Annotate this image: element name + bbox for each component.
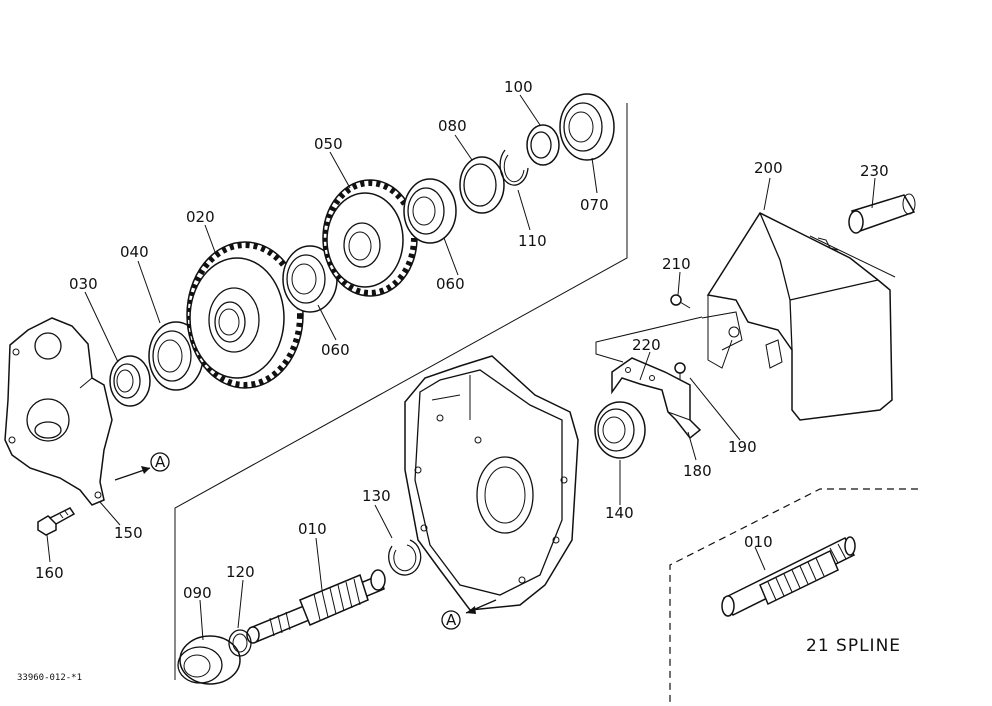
reference-arrow-top xyxy=(114,452,170,481)
part-labels: 030 040 020 050 060 060 080 100 110 070 … xyxy=(17,78,901,683)
cover-200 xyxy=(701,212,893,421)
shaft-010-main xyxy=(246,569,386,644)
label-060-a: 060 xyxy=(321,341,350,359)
ring-080 xyxy=(459,156,505,214)
label-040: 040 xyxy=(120,243,149,261)
o-ring-120 xyxy=(228,629,252,657)
sleeve-230 xyxy=(848,193,916,234)
label-100: 100 xyxy=(504,78,533,96)
label-090: 090 xyxy=(183,584,212,602)
label-030: 030 xyxy=(69,275,98,293)
label-020: 020 xyxy=(186,208,215,226)
label-130: 130 xyxy=(362,487,391,505)
spline-note: 21 SPLINE xyxy=(806,636,901,656)
label-230: 230 xyxy=(860,162,889,180)
label-210: 210 xyxy=(662,255,691,273)
gear-050 xyxy=(322,179,418,297)
label-110: 110 xyxy=(518,232,547,250)
bracket-180 xyxy=(611,357,702,440)
label-010-main: 010 xyxy=(298,520,327,538)
transmission-case xyxy=(404,355,579,611)
bolt-190 xyxy=(674,362,686,380)
label-080: 080 xyxy=(438,117,467,135)
snap-ring-130 xyxy=(388,539,422,576)
label-070: 070 xyxy=(580,196,609,214)
screw-210 xyxy=(670,294,691,309)
seal-090 xyxy=(177,635,241,685)
ring-100 xyxy=(526,124,560,166)
drawing-code: 33960-012-*1 xyxy=(17,673,82,683)
bearing-060-right xyxy=(403,178,457,244)
oil-seal-140 xyxy=(594,401,646,459)
label-150: 150 xyxy=(114,524,143,542)
label-220: 220 xyxy=(632,336,661,354)
reference-arrow-bottom xyxy=(441,599,497,630)
bolt-160 xyxy=(37,507,76,536)
bearing-030 xyxy=(109,355,151,407)
snap-ring-110 xyxy=(499,149,529,186)
label-010-detail: 010 xyxy=(744,533,773,551)
label-060-b: 060 xyxy=(436,275,465,293)
side-plate-150 xyxy=(4,317,113,506)
gear-020 xyxy=(186,241,304,389)
leader-lines xyxy=(46,94,876,641)
label-160: 160 xyxy=(35,564,64,582)
label-190: 190 xyxy=(728,438,757,456)
shaft-010-detail xyxy=(721,536,856,617)
label-200: 200 xyxy=(754,159,783,177)
ref-mark-a-top: A xyxy=(155,453,166,471)
ref-mark-a-bottom: A xyxy=(446,611,457,629)
label-120: 120 xyxy=(226,563,255,581)
label-180: 180 xyxy=(683,462,712,480)
group-boundary-lines xyxy=(174,103,918,706)
bearing-070 xyxy=(559,93,615,161)
bearing-060-left xyxy=(282,245,338,313)
label-140: 140 xyxy=(605,504,634,522)
label-050: 050 xyxy=(314,135,343,153)
